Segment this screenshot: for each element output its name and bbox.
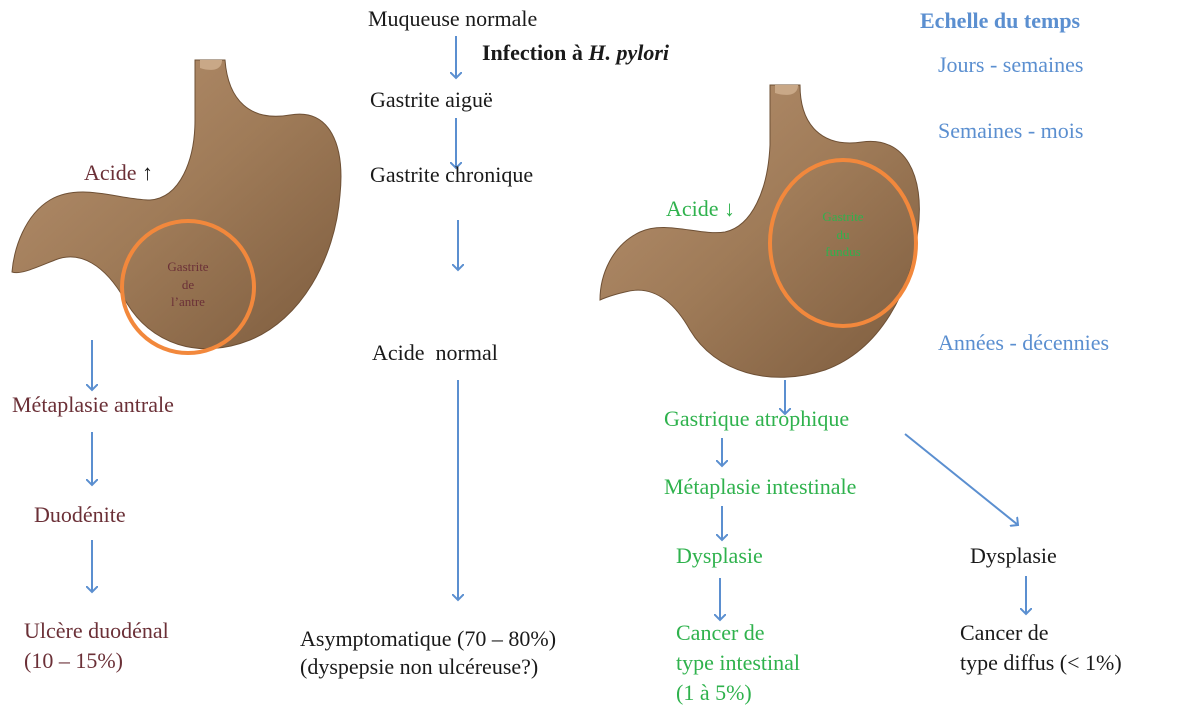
fundus-line3: fundus <box>795 243 891 261</box>
duodenal-ulcer-line1: Ulcère duodénal <box>24 618 169 644</box>
left-acid-text: Acide <box>84 160 137 185</box>
timescale-years: Années - décennies <box>938 330 1109 356</box>
diffuse-dysplasia-label: Dysplasie <box>970 543 1057 569</box>
antrum-line2: de <box>140 276 236 294</box>
chronic-gastritis-label: Gastrite chronique <box>370 162 533 188</box>
right-acid-label: Acide ↓ <box>666 196 735 222</box>
timescale-weeks: Semaines - mois <box>938 118 1083 144</box>
antrum-gastritis-text: Gastrite de l’antre <box>140 258 236 311</box>
asymptomatic-line2: (dyspepsie non ulcéreuse?) <box>300 654 538 680</box>
intestinal-cancer-line2: type intestinal <box>676 650 800 676</box>
fundus-gastritis-text: Gastrite du fundus <box>795 208 891 261</box>
fundus-line2: du <box>795 226 891 244</box>
asymptomatic-line1: Asymptomatique (70 – 80%) <box>300 626 556 652</box>
normal-mucosa-label: Muqueuse normale <box>368 6 537 32</box>
arrow-atrophic-to-diffuse-dysplasia <box>905 434 1018 525</box>
acid-up-arrow-icon: ↑ <box>142 160 153 185</box>
diffuse-cancer-line2: type diffus (< 1%) <box>960 650 1122 676</box>
acute-gastritis-label: Gastrite aiguë <box>370 87 493 113</box>
infection-label: Infection à H. pylori <box>482 40 669 66</box>
acid-down-arrow-icon: ↓ <box>724 196 735 221</box>
infection-species: H. pylori <box>588 40 669 65</box>
left-acid-label: Acide ↑ <box>84 160 153 186</box>
atrophic-gastritis-label: Gastrique atrophique <box>664 406 849 432</box>
intestinal-cancer-line1: Cancer de <box>676 620 765 646</box>
infection-prefix: Infection à <box>482 40 588 65</box>
duodenal-ulcer-line2: (10 – 15%) <box>24 648 123 674</box>
timescale-days: Jours - semaines <box>938 52 1083 78</box>
normal-acid-label: Acide normal <box>372 340 498 366</box>
fundus-line1: Gastrite <box>795 208 891 226</box>
antrum-line3: l’antre <box>140 293 236 311</box>
timescale-title: Echelle du temps <box>920 8 1080 34</box>
intestinal-metaplasia-label: Métaplasie intestinale <box>664 474 856 500</box>
right-acid-text: Acide <box>666 196 719 221</box>
duodenitis-label: Duodénite <box>34 502 126 528</box>
antrum-line1: Gastrite <box>140 258 236 276</box>
intestinal-dysplasia-label: Dysplasie <box>676 543 763 569</box>
antral-metaplasia-label: Métaplasie antrale <box>12 392 174 418</box>
intestinal-cancer-line3: (1 à 5%) <box>676 680 752 706</box>
diffuse-cancer-line1: Cancer de <box>960 620 1049 646</box>
